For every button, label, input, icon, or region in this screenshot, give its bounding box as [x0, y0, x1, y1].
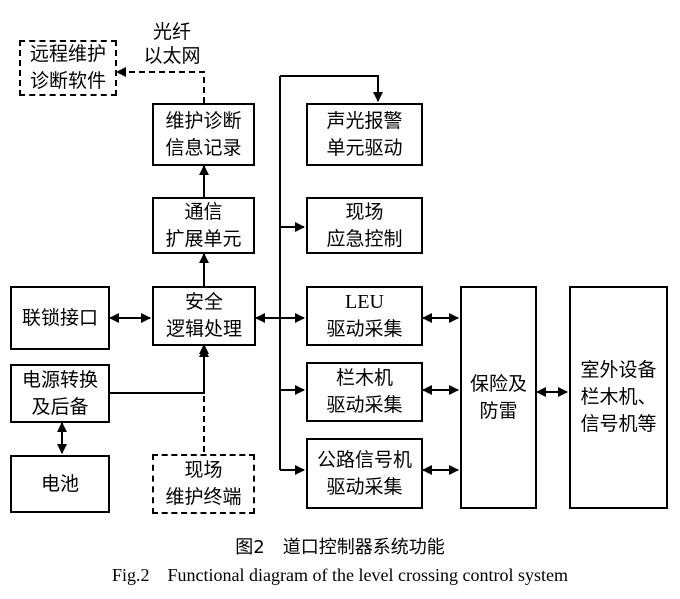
battery-box: 电池	[10, 455, 110, 513]
power-backup-box: 电源转换 及后备	[10, 364, 110, 423]
fiber-ethernet-label: 光纤 以太网	[143, 21, 201, 67]
field-terminal-box: 现场 维护终端	[152, 454, 255, 514]
maintenance-record-box: 维护诊断 信息记录	[152, 103, 255, 166]
comm-extension-box: 通信 扩展单元	[152, 197, 255, 254]
protection-box: 保险及 防雷	[460, 286, 537, 509]
arrow-power-to-logic	[110, 344, 209, 394]
barrier-drive-box: 栏木机 驱动采集	[306, 362, 423, 422]
arrow-bus-to-alarm	[280, 75, 383, 102]
alarm-drive-box: 声光报警 单元驱动	[306, 103, 423, 166]
remote-diagnosis-box: 远程维护 诊断软件	[19, 40, 117, 96]
emergency-control-box: 现场 应急控制	[306, 197, 423, 254]
interlock-interface-box: 联锁接口	[10, 286, 110, 350]
road-signal-drive-box: 公路信号机 驱动采集	[306, 438, 423, 509]
leu-drive-box: LEU 驱动采集	[306, 286, 423, 346]
figure-caption-en: Fig.2 Functional diagram of the level cr…	[112, 565, 568, 585]
safety-logic-box: 安全 逻辑处理	[152, 286, 256, 346]
outdoor-equipment-box: 室外设备 栏木机、 信号机等	[569, 286, 668, 509]
arrow-record-to-remote	[116, 67, 205, 103]
figure-caption-cn: 图2 道口控制器系统功能	[235, 537, 445, 558]
